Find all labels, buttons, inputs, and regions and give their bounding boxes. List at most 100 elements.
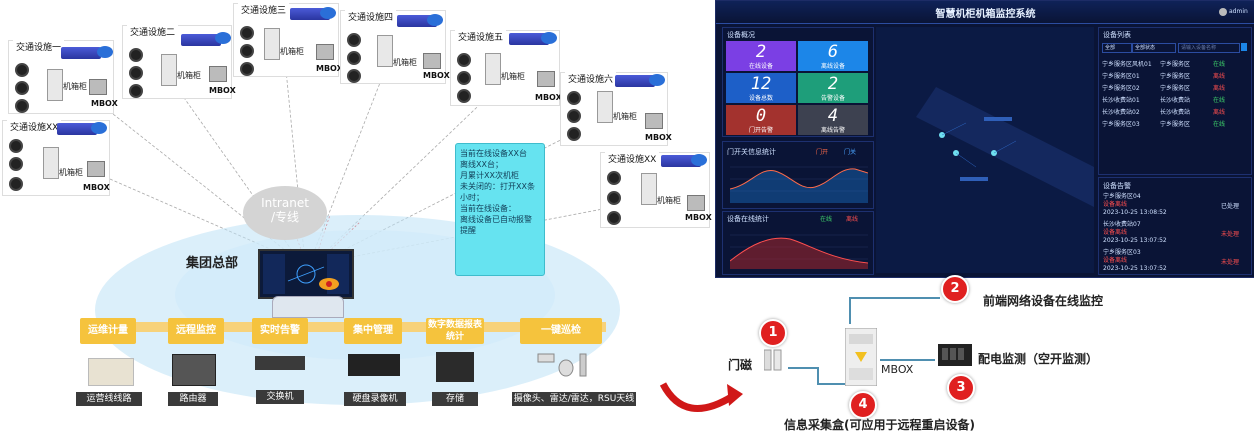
site-card: 交通设施六 机箱柜 MBOX	[560, 71, 672, 146]
mbox-label: MBOX	[535, 93, 562, 102]
list-device-location: 宁乡服务区	[1160, 121, 1191, 128]
cabinet-icon	[43, 147, 59, 179]
device-list-title: 设备列表	[1103, 31, 1131, 39]
hq-label: 集团总部	[186, 256, 239, 271]
site-card: 交通设施二 机箱柜 MBOX	[122, 24, 236, 99]
switch-icon	[61, 47, 101, 59]
label-door-sensor: 门磁	[728, 358, 753, 372]
info-line: 小时；	[460, 193, 484, 202]
camera-icon	[457, 71, 471, 85]
mbox-label: MBOX	[83, 183, 110, 192]
mbox-icon	[316, 44, 334, 60]
device-label: 路由器	[168, 392, 218, 406]
router-icon	[649, 74, 665, 86]
site-label: 交通设施四	[345, 9, 397, 24]
camera-icon	[607, 211, 621, 225]
legend-door-close: 门关	[844, 149, 857, 156]
power-monitor-icon	[938, 342, 972, 368]
line-device-icon	[88, 358, 134, 386]
search-icon[interactable]	[1241, 43, 1247, 51]
radar-icon	[318, 276, 340, 290]
function-tag: 运维计量	[80, 318, 136, 344]
online-chart-panel	[722, 211, 874, 275]
cabinet-icon	[377, 35, 393, 67]
cabinet-label: 机箱柜	[657, 196, 681, 205]
overview-panel	[722, 27, 874, 137]
site-card: 交通设施XX 机箱柜 MBOX	[2, 119, 110, 196]
camera-icon	[15, 63, 29, 77]
cabinet-label: 机箱柜	[177, 71, 201, 80]
map-area[interactable]	[876, 27, 1094, 273]
device-label: 交换机	[256, 390, 304, 404]
device-label: 摄像头、雷达/雷达，RSU天线	[512, 392, 636, 406]
site-label: 交通设施二	[127, 24, 179, 39]
camera-icon	[15, 99, 29, 113]
mbox-label: MBOX	[645, 133, 672, 142]
cabinet-icon	[161, 54, 177, 86]
cabinet-icon	[47, 69, 63, 101]
switch-icon	[615, 75, 655, 87]
door-chart-panel	[722, 141, 874, 209]
router-icon	[320, 7, 336, 19]
badge-network-monitor: 2	[941, 275, 969, 303]
list-device-name: 长沙收费站02	[1102, 109, 1140, 116]
cabinet-label: 机箱柜	[59, 168, 83, 177]
legend-online: 在线	[820, 216, 833, 223]
label-mbox: MBOX	[881, 363, 914, 376]
info-line: 当前在线设备XX台	[460, 149, 527, 158]
badge-door-sensor: 1	[759, 319, 787, 347]
list-device-status: 在线	[1213, 61, 1226, 68]
list-device-name: 宁乡服务区02	[1102, 85, 1140, 92]
type-filter-select[interactable]: 全部	[1102, 43, 1132, 53]
camera-icon	[457, 53, 471, 67]
site-label: 交通设施六	[565, 71, 617, 86]
camera-icon	[347, 33, 361, 47]
device-list-panel	[1098, 27, 1252, 175]
device-search-input[interactable]: 请输入设备名称	[1178, 43, 1240, 53]
mbox-label: MBOX	[316, 64, 343, 73]
nvr-device-icon	[348, 354, 400, 376]
router-icon	[427, 14, 443, 26]
router-icon	[97, 46, 113, 58]
site-label: 交通设施一	[13, 39, 65, 54]
camera-icon	[9, 157, 23, 171]
list-device-name: 宁乡服务区风机01	[1102, 61, 1152, 68]
list-device-status: 在线	[1213, 97, 1226, 104]
status-filter-select[interactable]: 全部状态	[1132, 43, 1176, 53]
camera-icon	[9, 177, 23, 191]
cabinet-label: 机箱柜	[613, 112, 637, 121]
camera-icon	[240, 44, 254, 58]
label-power-monitor: 配电监测（空开监测）	[978, 352, 1099, 366]
camera-icon	[347, 51, 361, 65]
door-sensor-icon	[763, 348, 782, 372]
camera-icon	[9, 139, 23, 153]
camera-icon	[240, 26, 254, 40]
avatar[interactable]	[1219, 8, 1227, 16]
intranet-cloud	[243, 186, 327, 240]
user-name[interactable]: admin	[1229, 8, 1248, 15]
function-tag: 远程监控	[168, 318, 224, 344]
site-label: 交通设施三	[238, 2, 290, 17]
storage-device-icon	[436, 352, 474, 382]
site-card: 交通设施四 机箱柜 MBOX	[340, 9, 450, 84]
switch-device-icon	[255, 356, 305, 370]
switch-icon	[57, 123, 97, 135]
list-device-status: 在线	[1213, 121, 1226, 128]
list-device-status: 离线	[1213, 73, 1226, 80]
mbox-icon	[209, 66, 227, 82]
control-desk	[272, 296, 344, 318]
info-line: 离线XX台；	[460, 160, 503, 169]
overview-title: 设备概况	[727, 31, 755, 39]
site-card: 交通设施三 机箱柜 MBOX	[233, 2, 343, 77]
legend-door-open: 门开	[816, 149, 829, 156]
badge-power-monitor: 3	[947, 374, 975, 402]
device-label: 运营线线路	[76, 392, 142, 406]
info-line: 提醒	[460, 226, 476, 235]
